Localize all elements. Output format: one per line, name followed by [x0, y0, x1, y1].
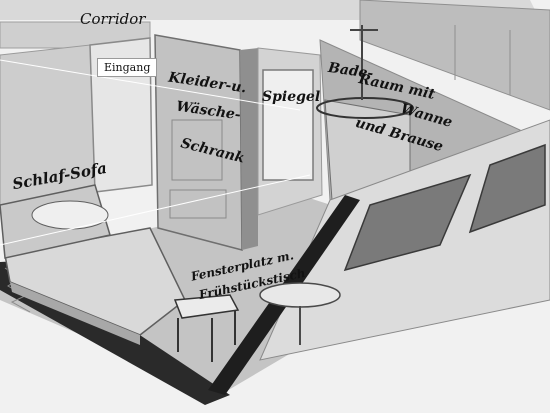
curtain-rail: [316, 97, 414, 119]
window-right: [468, 143, 546, 234]
entrance-label: Eingang: [97, 58, 158, 77]
stool-seat: [173, 294, 240, 319]
wardrobe-side: [240, 48, 258, 250]
wardrobe-door-panel: [171, 119, 223, 181]
mirror-label: Spiegel: [262, 89, 321, 105]
guide-line-2: [0, 174, 311, 246]
guide-line: [0, 59, 301, 111]
sofa-pillow: [31, 200, 109, 230]
mirror: [262, 69, 314, 181]
sofa-front: [10, 282, 140, 345]
corridor-label: Corridor: [80, 10, 146, 28]
window-left: [343, 173, 472, 272]
sofa-seat: [4, 227, 186, 336]
wardrobe-lower-panel: [169, 189, 227, 219]
